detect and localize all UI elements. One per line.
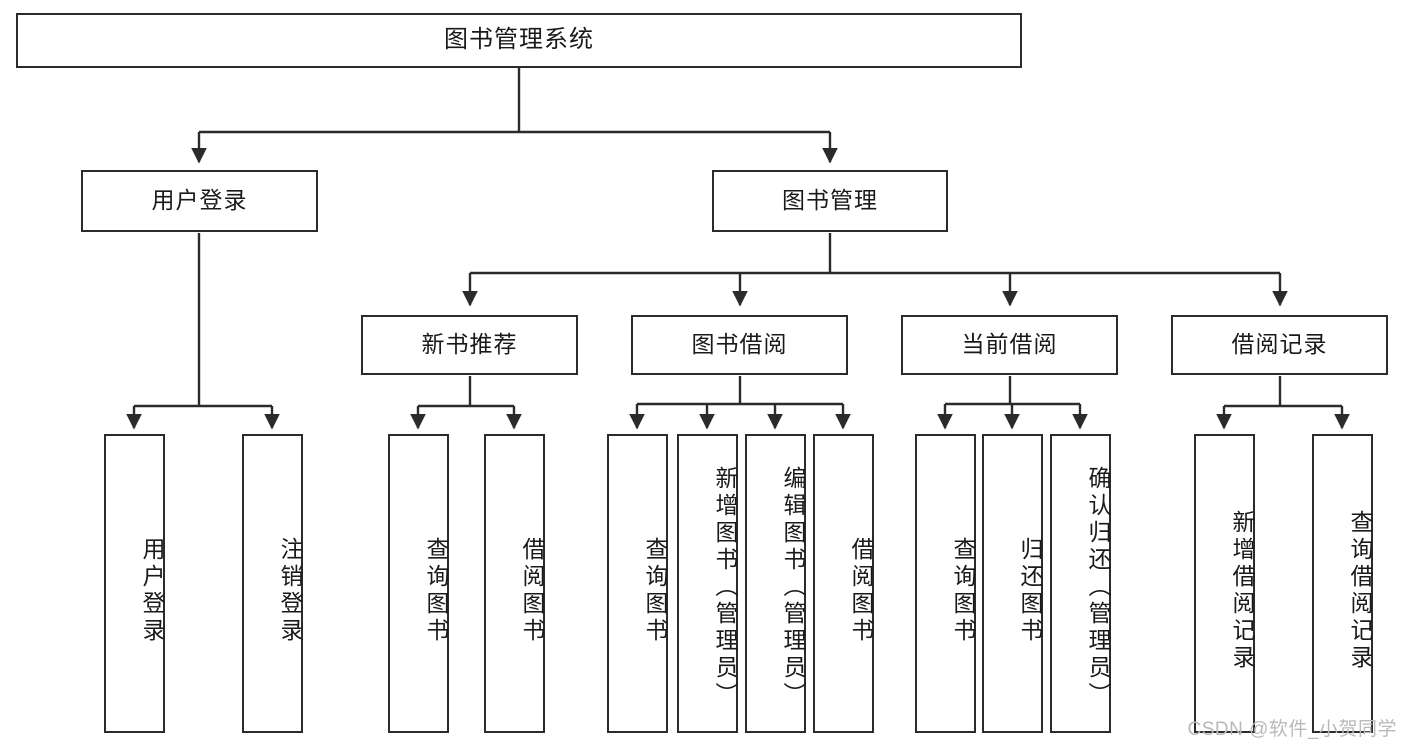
node-book-borrow[interactable]: 图书借阅: [631, 315, 848, 375]
leaf-borrowrecord-add-record[interactable]: 新增借阅记录: [1194, 434, 1255, 733]
node-label: 编辑图书（管理员）: [780, 466, 806, 709]
leaf-currentborrow-return-books[interactable]: 归还图书: [982, 434, 1043, 733]
node-label: 查询借阅记录: [1347, 509, 1373, 672]
node-label: 新增借阅记录: [1229, 509, 1255, 672]
node-label: 新增图书（管理员）: [712, 466, 738, 709]
leaf-bookborrow-edit-book-admin[interactable]: 编辑图书（管理员）: [745, 434, 806, 733]
leaf-currentborrow-query-books[interactable]: 查询图书: [915, 434, 976, 733]
node-new-book-recommendation[interactable]: 新书推荐: [361, 315, 578, 375]
node-label: 查询图书: [423, 536, 449, 645]
node-book-management[interactable]: 图书管理: [712, 170, 948, 232]
node-label: 图书借阅: [691, 331, 788, 358]
node-label: 注销登录: [277, 536, 303, 645]
node-label: 当前借阅: [961, 331, 1058, 358]
node-label: 用户登录: [139, 536, 165, 645]
node-user-login[interactable]: 用户登录: [81, 170, 318, 232]
node-label: 借阅记录: [1231, 331, 1328, 358]
leaf-bookborrow-borrow-books[interactable]: 借阅图书: [813, 434, 874, 733]
node-root-book-management-system[interactable]: 图书管理系统: [16, 13, 1022, 68]
node-label: 图书管理: [782, 187, 878, 214]
leaf-user-login-signin[interactable]: 用户登录: [104, 434, 165, 733]
leaf-bookborrow-add-book-admin[interactable]: 新增图书（管理员）: [677, 434, 738, 733]
node-label: 借阅图书: [848, 536, 874, 645]
leaf-newbook-query-books[interactable]: 查询图书: [388, 434, 449, 733]
node-label: 查询图书: [642, 536, 668, 645]
node-label: 确认归还（管理员）: [1085, 466, 1111, 709]
node-label: 借阅图书: [519, 536, 545, 645]
leaf-borrowrecord-query-record[interactable]: 查询借阅记录: [1312, 434, 1373, 733]
node-current-borrow[interactable]: 当前借阅: [901, 315, 1118, 375]
node-label: 用户登录: [151, 187, 248, 214]
leaf-bookborrow-query-books[interactable]: 查询图书: [607, 434, 668, 733]
node-label: 图书管理系统: [444, 26, 594, 54]
node-borrow-record[interactable]: 借阅记录: [1171, 315, 1388, 375]
node-label: 新书推荐: [421, 331, 518, 358]
node-label: 归还图书: [1017, 536, 1043, 645]
leaf-currentborrow-confirm-return-admin[interactable]: 确认归还（管理员）: [1050, 434, 1111, 733]
node-label: 查询图书: [950, 536, 976, 645]
leaf-user-login-signout[interactable]: 注销登录: [242, 434, 303, 733]
leaf-newbook-borrow-books[interactable]: 借阅图书: [484, 434, 545, 733]
